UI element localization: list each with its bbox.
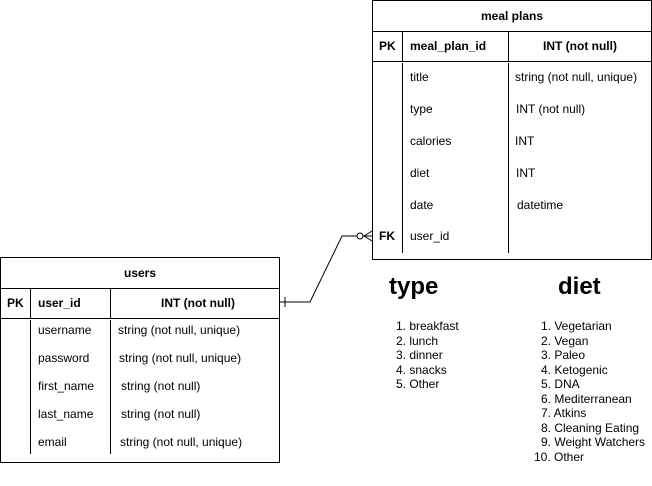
meal-plans-type-divider-body — [508, 63, 509, 253]
users-field-name: password — [38, 351, 90, 365]
type-legend-item: 4. snacks — [396, 362, 447, 377]
meal-plans-field-name: diet — [410, 166, 430, 180]
users-type-divider — [110, 288, 111, 318]
many-cardinality-mark-upper — [363, 230, 373, 237]
diet-legend-title: diet — [558, 273, 601, 300]
meal-plans-pk-label: PK — [379, 39, 396, 53]
diet-legend-item: 1. Vegetarian — [541, 319, 612, 333]
users-pk-name: user_id — [38, 296, 81, 310]
type-legend-item: 1. breakfast — [396, 319, 459, 333]
users-field-name: first_name — [38, 379, 95, 393]
users-field-name: last_name — [38, 407, 94, 421]
users-field-type: string (not null) — [121, 407, 201, 421]
diet-legend-item: 8. Cleaning Eating — [541, 420, 640, 435]
users-field-type: string (not null, unique) — [120, 435, 243, 449]
users-pk-type: INT (not null) — [161, 296, 235, 310]
type-legend-item: 3. dinner — [396, 348, 443, 362]
users-pk-label: PK — [7, 296, 24, 310]
users-field-type: string (not null, unique) — [118, 323, 241, 337]
diet-legend-item: 3. Paleo — [541, 348, 586, 362]
type-legend-list: 1. breakfast 2. lunch 3. dinner 4. snack… — [396, 319, 459, 392]
type-legend-item: 5. Other — [396, 377, 440, 391]
diet-legend-item: 6. Mediterranean — [541, 391, 632, 406]
diet-legend-item: 2. Vegan — [541, 333, 589, 348]
meal-plans-key-divider — [402, 31, 403, 61]
meal-plans-field-name: title — [410, 70, 429, 84]
relationship-line — [280, 235, 372, 303]
meal-plans-field-name: type — [410, 102, 433, 116]
diet-legend-item: 5. DNA — [541, 377, 580, 391]
meal-plans-pk-name: meal_plan_id — [410, 39, 487, 53]
users-table-title: users — [1, 258, 279, 289]
users-field-type: string (not null) — [121, 379, 201, 393]
meal-plans-field-name: date — [410, 198, 434, 212]
meal-plans-pk-row: PK meal_plan_id INT (not null) — [373, 31, 651, 62]
meal-plans-table-title: meal plans — [373, 1, 651, 32]
meal-plans-fk-label: FK — [379, 229, 395, 243]
meal-plans-field-type: INT (not null) — [516, 102, 586, 116]
users-field-name: email — [38, 435, 67, 449]
users-pk-row: PK user_id INT (not null) — [1, 288, 279, 319]
type-legend-title: type — [389, 273, 439, 300]
meal-plans-field-type: string (not null, unique) — [515, 70, 638, 84]
users-field-name: username — [38, 323, 92, 337]
zero-cardinality-circle — [356, 232, 364, 240]
meal-plans-field-type: INT — [515, 134, 535, 148]
meal-plans-field-type: datetime — [517, 198, 564, 212]
users-key-divider-body — [30, 320, 31, 454]
users-key-divider — [30, 288, 31, 318]
users-type-divider-body — [110, 320, 111, 454]
meal-plans-table: meal plans PK meal_plan_id INT (not null… — [372, 0, 652, 260]
meal-plans-field-name: user_id — [410, 229, 450, 243]
users-field-type: string (not null, unique) — [119, 351, 242, 365]
diet-legend-list: 1. Vegetarian 2. Vegan 3. Paleo 4. Ketog… — [534, 319, 645, 464]
meal-plans-key-divider-body — [402, 63, 403, 253]
meal-plans-pk-type: INT (not null) — [543, 39, 617, 53]
diet-legend-item: 9. Weight Watchers — [541, 435, 646, 449]
users-table: users PK user_id INT (not null) username… — [0, 257, 280, 463]
many-cardinality-mark-lower — [363, 235, 373, 242]
type-legend-item: 2. lunch — [396, 333, 439, 348]
meal-plans-field-type: INT — [516, 166, 536, 180]
diet-legend-item: 10. Other — [534, 449, 585, 464]
diet-legend-item: 7. Atkins — [541, 406, 587, 420]
diet-legend-item: 4. Ketogenic — [541, 362, 608, 377]
meal-plans-field-name: calories — [410, 134, 452, 148]
meal-plans-type-divider — [508, 31, 509, 61]
